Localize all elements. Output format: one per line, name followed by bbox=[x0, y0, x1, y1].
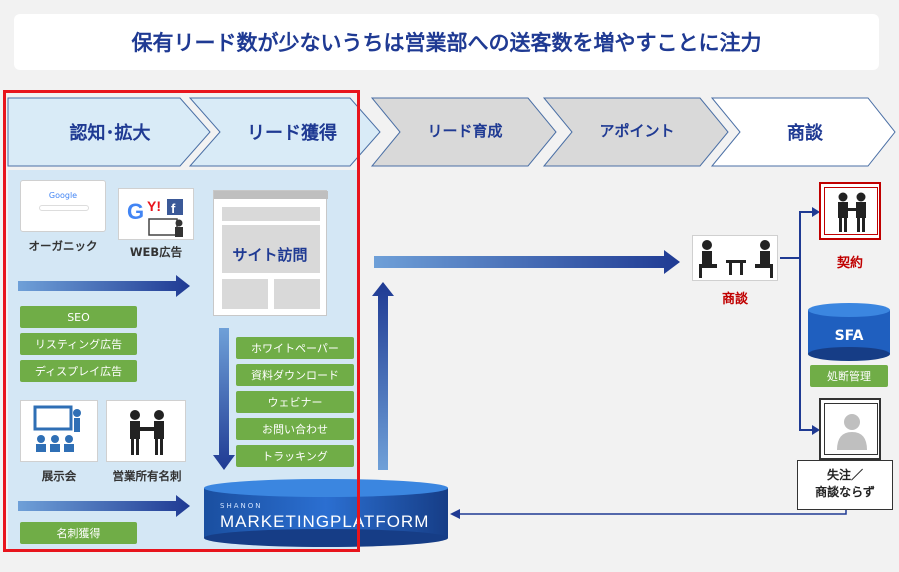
tag-listing-ad: リスティング広告 bbox=[20, 333, 137, 355]
site-visit-label: サイト訪問 bbox=[232, 246, 308, 264]
platform-brand-small: SHANON bbox=[220, 502, 263, 510]
stage-label-appointment: アポイント bbox=[599, 121, 675, 140]
exhibition-card bbox=[20, 400, 98, 462]
organic-label: オーガニック bbox=[28, 239, 98, 253]
web-ad-card: G Y! f bbox=[118, 188, 194, 240]
business-card-label: 営業所有名刺 bbox=[112, 469, 182, 483]
stage-label-lead-nurturing: リード育成 bbox=[427, 121, 503, 140]
arrow-return-to-platform bbox=[450, 509, 460, 519]
tag-card-acquisition: 名刺獲得 bbox=[20, 522, 137, 544]
lost-label-line2: 商談ならず bbox=[815, 485, 875, 499]
tag-display-ad: ディスプレイ広告 bbox=[20, 360, 137, 382]
google-logo: Google bbox=[48, 191, 78, 200]
platform-name: MARKETINGPLATFORM bbox=[220, 512, 430, 531]
contract-label: 契約 bbox=[836, 256, 863, 271]
page-title-text: 保有リード数が少ないうちは営業部への送客数を増やすことに注力 bbox=[131, 31, 762, 55]
stage-chevron-appointment bbox=[542, 97, 729, 167]
tag-download: 資料ダウンロード bbox=[236, 364, 354, 386]
sfa-cylinder bbox=[808, 303, 890, 361]
arrow-right-cards bbox=[18, 495, 190, 517]
branch-line bbox=[780, 211, 812, 431]
tag-whitepaper: ホワイトペーパー bbox=[236, 337, 354, 359]
lost-label-box: 失注／ 商談ならず bbox=[797, 460, 893, 510]
business-card-card bbox=[106, 400, 186, 462]
lost-card bbox=[819, 398, 881, 460]
web-ad-icon: G Y! f bbox=[127, 198, 183, 237]
marketing-platform-cylinder bbox=[204, 479, 448, 547]
arrow-down-to-platform bbox=[213, 328, 235, 470]
lost-label-line1: 失注／ bbox=[826, 468, 863, 482]
page-title: 保有リード数が少ないうちは営業部への送客数を増やすことに注力 bbox=[14, 14, 879, 70]
svg-text:G: G bbox=[127, 199, 144, 224]
focus-highlight-frame bbox=[3, 90, 360, 552]
stage-chevron-awareness bbox=[7, 97, 211, 167]
svg-text:Y!: Y! bbox=[147, 198, 161, 214]
arrow-up-from-platform bbox=[372, 282, 394, 470]
sfa-label: SFA bbox=[834, 328, 864, 344]
meeting-label: 商談 bbox=[721, 292, 748, 307]
tag-inquiry: お問い合わせ bbox=[236, 418, 354, 440]
stage-label-negotiation: 商談 bbox=[787, 123, 823, 144]
web-ad-label: WEB広告 bbox=[129, 245, 183, 259]
svg-text:f: f bbox=[171, 201, 176, 216]
tag-seo: SEO bbox=[20, 306, 137, 328]
stage-label-lead-acquisition: リード獲得 bbox=[247, 123, 337, 144]
tag-webinar: ウェビナー bbox=[236, 391, 354, 413]
meeting-icon bbox=[699, 240, 773, 278]
contract-handshake-icon bbox=[824, 187, 878, 235]
return-line bbox=[460, 508, 847, 515]
stage-chevrons bbox=[7, 97, 896, 167]
meeting-card bbox=[692, 235, 778, 281]
stage-chevron-negotiation bbox=[710, 97, 896, 167]
arrow-right-organic bbox=[18, 275, 190, 297]
arrow-to-contract bbox=[812, 207, 820, 217]
exhibition-label: 展示会 bbox=[41, 469, 77, 483]
stage-label-awareness: 認知･拡大 bbox=[69, 123, 151, 144]
website-mockup bbox=[213, 190, 328, 316]
stage-chevron-lead-nurturing bbox=[370, 97, 557, 167]
arrow-right-to-meeting bbox=[374, 250, 680, 274]
arrow-to-lost bbox=[812, 425, 820, 435]
contract-card bbox=[819, 182, 881, 240]
webpage-icon bbox=[214, 191, 328, 309]
tag-decision-management: 処断管理 bbox=[810, 365, 888, 387]
stage-chevron-lead-acquisition bbox=[188, 97, 381, 167]
presentation-icon bbox=[33, 405, 81, 452]
search-bar-icon bbox=[39, 205, 89, 211]
google-search-card: Google bbox=[20, 180, 106, 232]
tag-tracking: トラッキング bbox=[236, 445, 354, 467]
handshake-icon bbox=[130, 410, 164, 455]
person-icon bbox=[824, 403, 878, 455]
